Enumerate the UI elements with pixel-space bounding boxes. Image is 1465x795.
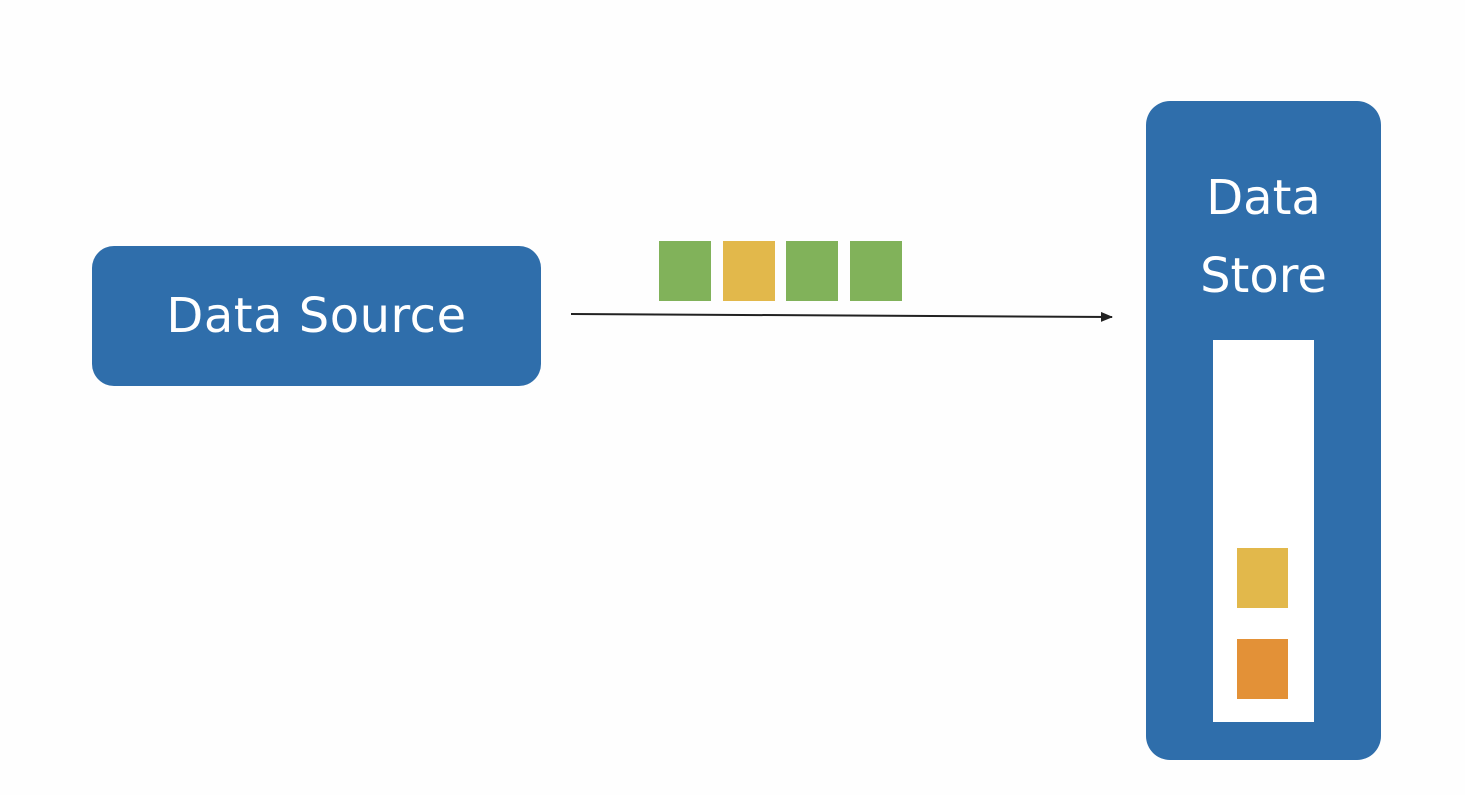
data-store-label-line2: Store	[1200, 248, 1327, 304]
data-store-label: Data Store	[1146, 101, 1381, 315]
data-source-node: Data Source	[92, 246, 541, 386]
flow-arrow-line	[570, 311, 1113, 322]
data-store-slot	[1213, 340, 1314, 722]
data-source-label: Data Source	[166, 288, 467, 344]
stored-packet-yellow	[1237, 548, 1288, 608]
data-store-label-line1: Data	[1206, 170, 1321, 226]
transit-packet-green	[786, 241, 838, 301]
data-store-node: Data Store	[1146, 101, 1381, 760]
transit-packet-green	[849, 241, 902, 301]
stored-packet-orange	[1237, 639, 1288, 699]
transit-packet-yellow	[722, 241, 775, 301]
transit-packet-green	[659, 241, 711, 301]
